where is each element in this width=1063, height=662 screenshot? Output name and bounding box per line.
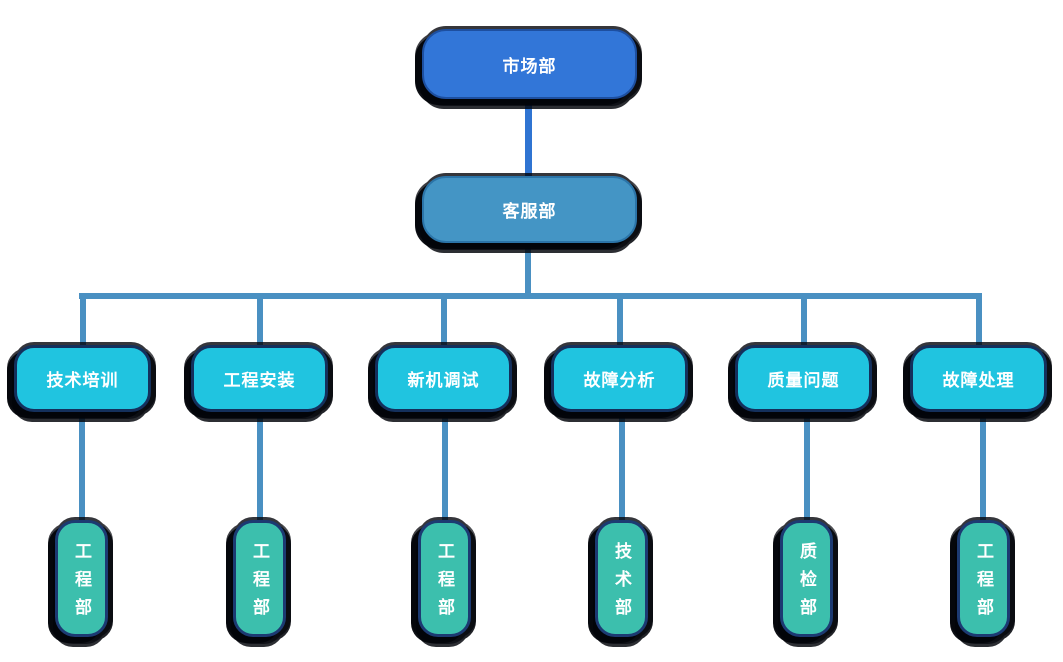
node-fault-handling[interactable]: 故障处理	[910, 345, 1047, 412]
edge-l3-l4-6	[980, 410, 986, 522]
edge-l3-l4-2	[257, 410, 263, 522]
node-label: 工程部	[71, 542, 91, 626]
node-quality-issues[interactable]: 质量问题	[735, 345, 872, 412]
node-label: 工程安装	[223, 371, 296, 391]
node-label: 客服部	[502, 202, 557, 222]
edge-l2-bus	[525, 241, 531, 296]
node-label: 故障处理	[942, 371, 1015, 391]
node-label: 质量问题	[767, 371, 840, 391]
edge-l3-l4-3	[442, 410, 448, 522]
node-label: 工程部	[434, 542, 454, 626]
node-label: 技术部	[611, 542, 631, 626]
edge-drop-2	[257, 293, 263, 347]
node-engineering-dept-2[interactable]: 工程部	[233, 520, 286, 637]
node-customer-service-dept[interactable]: 客服部	[422, 176, 637, 243]
edge-drop-4	[617, 293, 623, 347]
node-new-machine-debugging[interactable]: 新机调试	[375, 345, 512, 412]
edge-l3-l4-1	[79, 410, 85, 522]
node-engineering-dept-1[interactable]: 工程部	[55, 520, 108, 637]
node-label: 技术培训	[46, 371, 119, 391]
edge-bus-horizontal	[79, 293, 981, 299]
edge-l3-l4-4	[619, 410, 625, 522]
edge-drop-1	[80, 293, 86, 347]
node-marketing-dept[interactable]: 市场部	[422, 29, 637, 99]
node-engineering-dept-4[interactable]: 工程部	[957, 520, 1010, 637]
node-quality-inspection-dept[interactable]: 质检部	[780, 520, 833, 637]
node-label: 质检部	[796, 542, 816, 626]
node-engineering-installation[interactable]: 工程安装	[191, 345, 328, 412]
edge-drop-6	[976, 293, 982, 347]
node-label: 故障分析	[583, 371, 656, 391]
node-fault-analysis[interactable]: 故障分析	[551, 345, 688, 412]
edge-drop-3	[441, 293, 447, 347]
node-label: 新机调试	[407, 371, 480, 391]
node-engineering-dept-3[interactable]: 工程部	[418, 520, 471, 637]
edge-drop-5	[801, 293, 807, 347]
node-label: 工程部	[249, 542, 269, 626]
node-label: 工程部	[973, 542, 993, 626]
node-label: 市场部	[502, 56, 557, 77]
node-technical-dept[interactable]: 技术部	[595, 520, 648, 637]
edge-l1-l2	[525, 97, 532, 178]
node-technical-training[interactable]: 技术培训	[14, 345, 151, 412]
edge-l3-l4-5	[804, 410, 810, 522]
